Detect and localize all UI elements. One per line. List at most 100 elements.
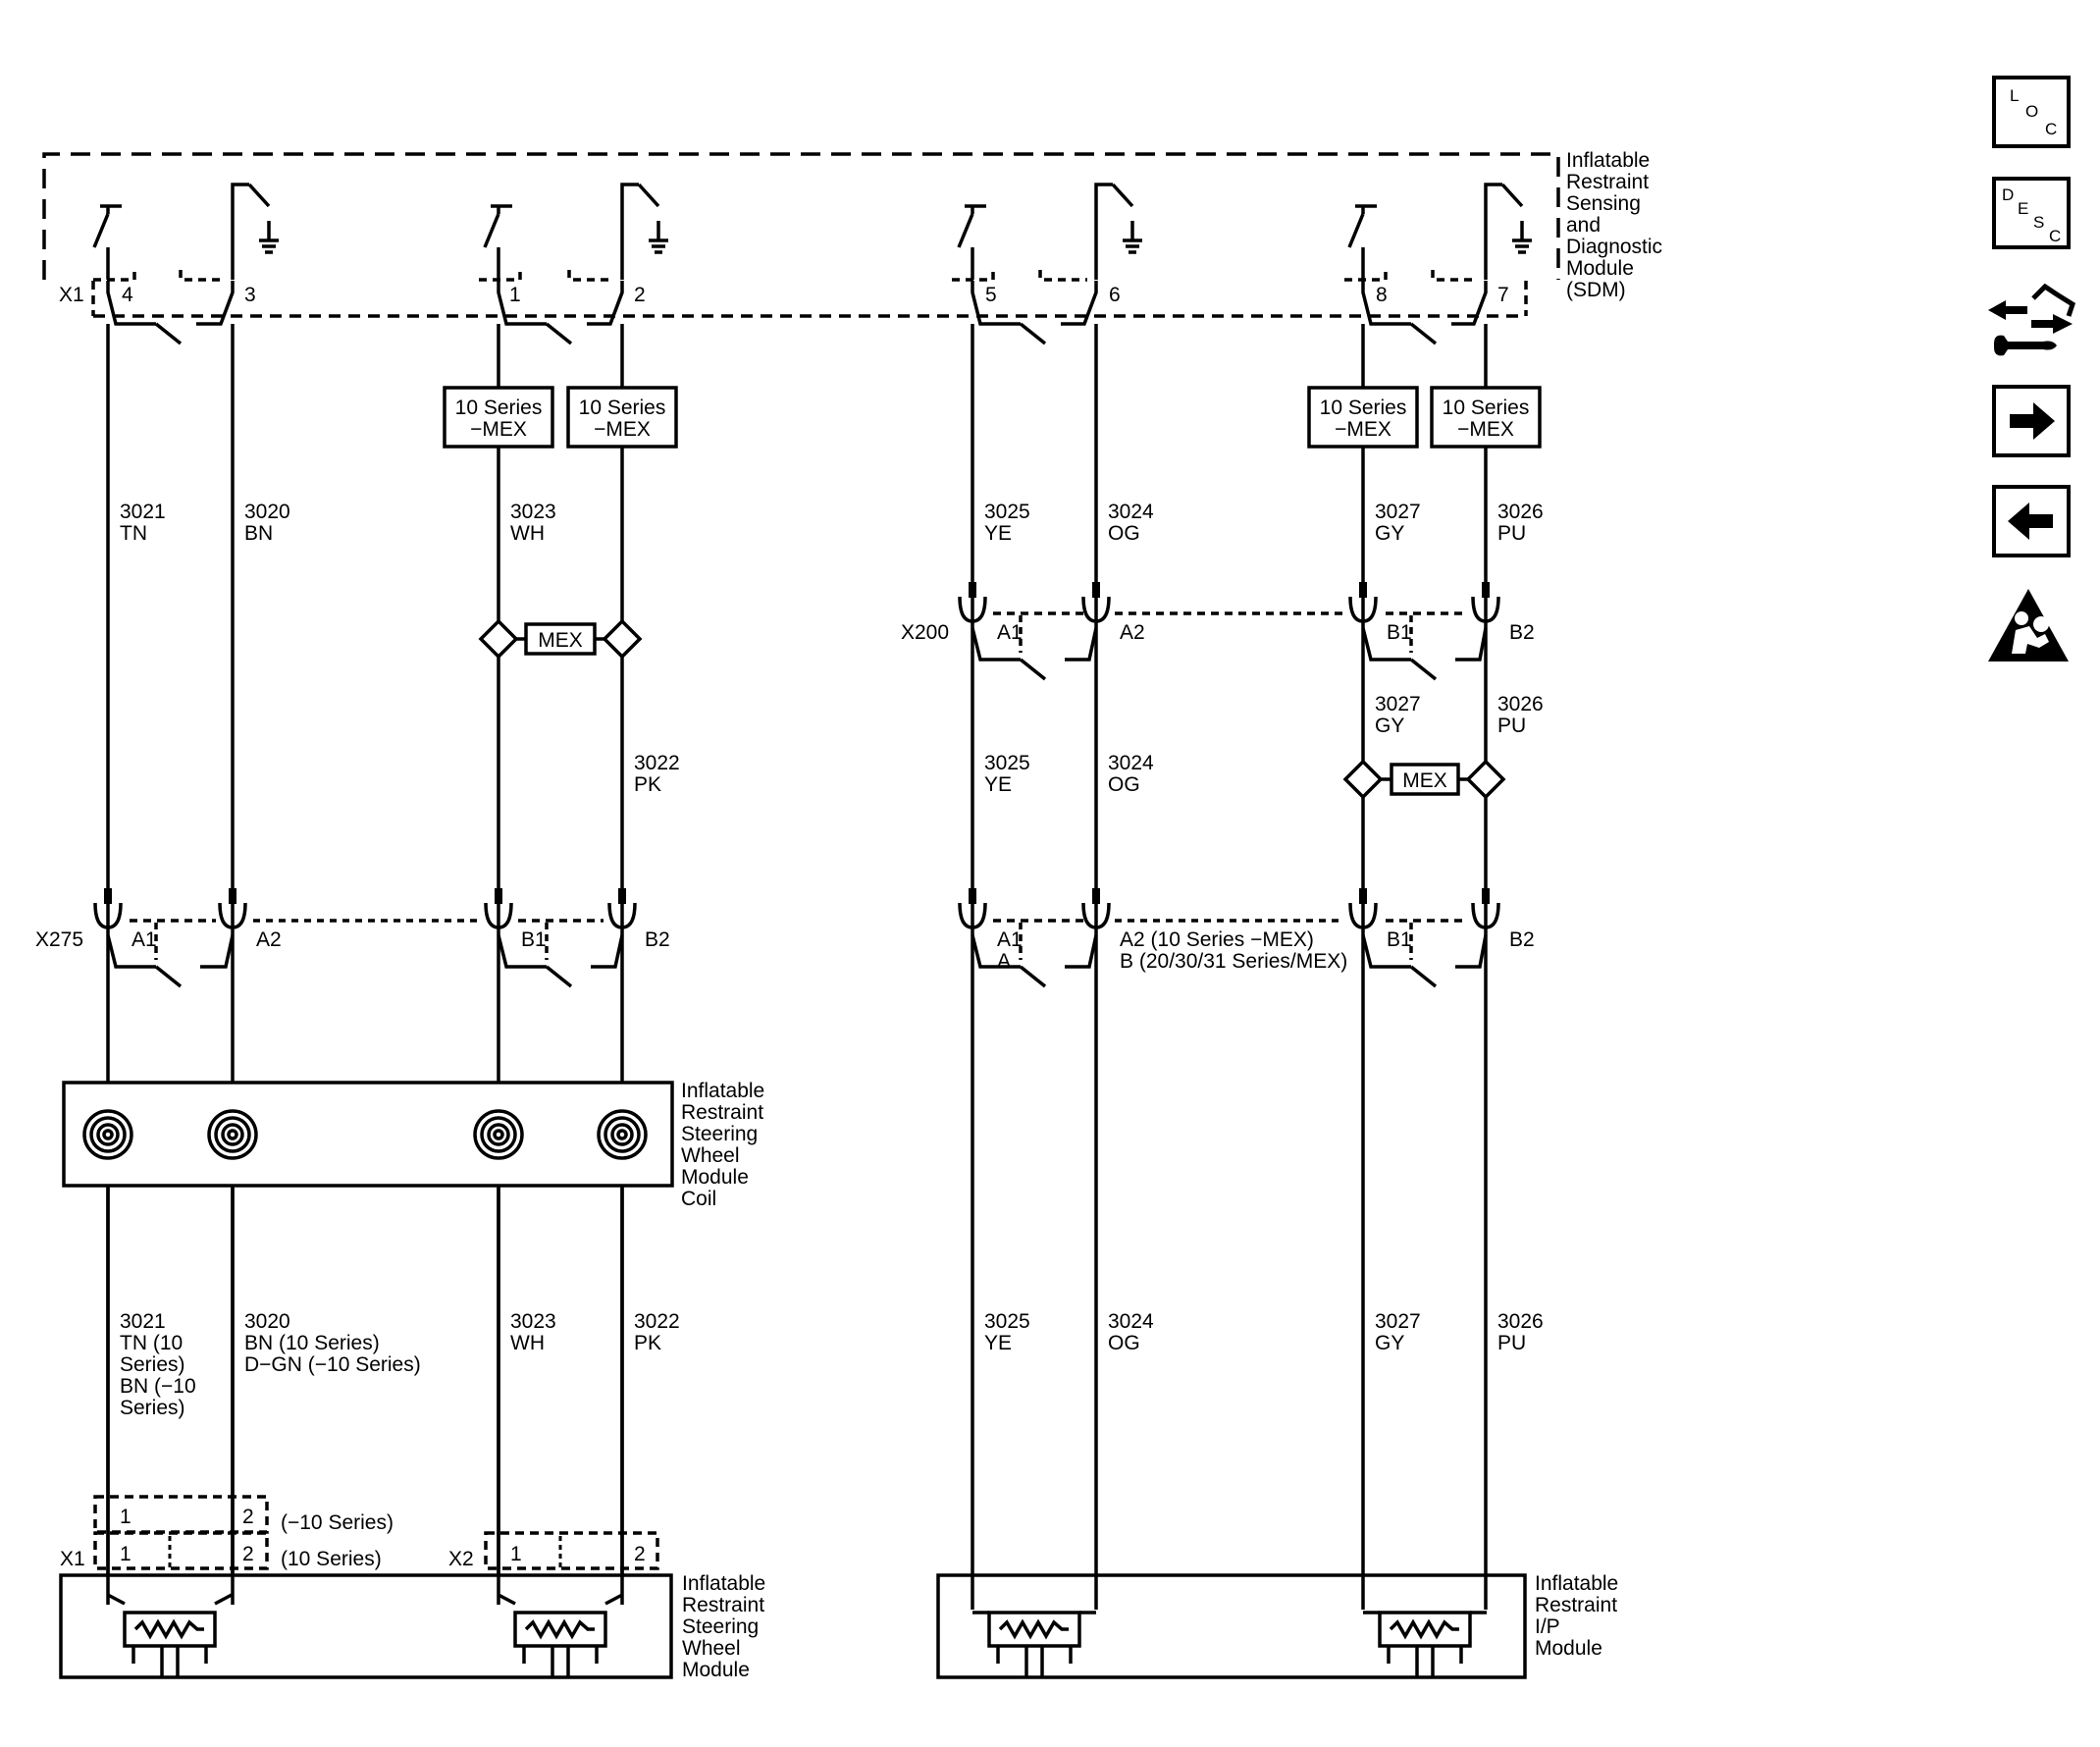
circuit-label: TN (10	[120, 1332, 183, 1354]
wire-color: PK	[634, 773, 661, 796]
sdm-boundary	[42, 152, 1560, 280]
terminals	[104, 582, 1490, 904]
circuit-label: 3027	[1375, 1310, 1421, 1333]
lower-wire-labels: 3021 TN (10 Series) BN (−10 Series) 3020…	[120, 1310, 1544, 1419]
sw-pin: 1	[510, 1543, 522, 1565]
sw-module-label-line: Steering	[682, 1615, 759, 1638]
circuit-label: Series)	[120, 1353, 185, 1376]
circuit-label: 3021	[120, 1310, 166, 1333]
circuit-number: 3021	[120, 501, 166, 523]
option-box-text: −MEX	[470, 418, 527, 441]
option-box-labels: 10 Series −MEX 10 Series −MEX 10 Series …	[455, 397, 1530, 792]
next-arrow-icon[interactable]	[1992, 385, 2071, 457]
circuit-label: 3026	[1497, 1310, 1544, 1333]
terminal-cups	[93, 596, 1500, 929]
circuit-label: WH	[510, 1332, 545, 1354]
sdm-pin: 2	[634, 284, 646, 306]
next-arrow-graphic	[2010, 402, 2055, 440]
circuit-label: GY	[1375, 1332, 1404, 1354]
sw-variant: (10 Series)	[281, 1548, 382, 1570]
sw-variant: (−10 Series)	[281, 1511, 394, 1534]
wire-color: YE	[984, 522, 1012, 545]
ip-inline-pin: A	[997, 950, 1011, 973]
coil-label-line: Module	[681, 1166, 749, 1189]
circuit-label: BN (10 Series)	[244, 1332, 380, 1354]
sw-module-label-line: Restraint	[682, 1594, 764, 1616]
option-box-text: 10 Series	[1320, 397, 1407, 419]
x275-connector	[106, 919, 1488, 988]
desc-letter: E	[2018, 199, 2029, 218]
ip-inline-pin: A2 (10 Series −MEX)	[1120, 928, 1314, 951]
option-box-text: −MEX	[1457, 418, 1514, 441]
wire-color: PU	[1497, 522, 1526, 545]
diagnostic-icon-graphic	[1988, 283, 2075, 356]
x200-pin: B1	[1387, 621, 1412, 644]
circuit-number: 3024	[1108, 752, 1154, 774]
deployment-loops	[107, 1593, 1487, 1676]
x200-pin: A2	[1120, 621, 1145, 644]
steering-wheel-module-label: Inflatable Restraint Steering Wheel Modu…	[682, 1572, 765, 1681]
option-box-text: 10 Series	[455, 397, 543, 419]
sdm-label-line: and	[1566, 214, 1601, 237]
circuit-label: 3025	[984, 1310, 1030, 1333]
loc-letter: C	[2045, 120, 2058, 138]
circuit-label: PK	[634, 1332, 661, 1354]
circuit-label: D−GN (−10 Series)	[244, 1353, 421, 1376]
x200-pin: A1	[997, 621, 1023, 644]
ip-module-label-line: Module	[1535, 1637, 1602, 1660]
sdm-label: Inflatable Restraint Sensing and Diagnos…	[1566, 149, 1662, 301]
sdm-pin: 5	[985, 284, 997, 306]
wire-color: BN	[244, 522, 273, 545]
airbag-warning-icon[interactable]	[1984, 585, 2073, 665]
x275-pin: A1	[131, 928, 157, 951]
coil-label: Inflatable Restraint Steering Wheel Modu…	[681, 1080, 764, 1210]
coil-label-line: Wheel	[681, 1144, 740, 1167]
circuit-number: 3026	[1497, 501, 1544, 523]
circuit-label: PU	[1497, 1332, 1526, 1354]
circuit-label: BN (−10	[120, 1375, 196, 1398]
ip-inline-pin: B (20/30/31 Series/MEX)	[1120, 950, 1347, 973]
location-icon[interactable]: L O C	[1992, 76, 2071, 148]
circuit-number: 3027	[1375, 501, 1421, 523]
coil-spirals	[82, 1109, 648, 1160]
ip-module-label: Inflatable Restraint I/P Module	[1535, 1572, 1618, 1660]
x275-pin: A2	[256, 928, 282, 951]
previous-arrow-icon[interactable]	[1992, 485, 2071, 557]
coil-label-line: Coil	[681, 1188, 716, 1210]
ip-module-label-line: Inflatable	[1535, 1572, 1618, 1595]
circuit-number: 3024	[1108, 501, 1154, 523]
desc-letter: S	[2033, 213, 2045, 232]
sw-module-label-line: Inflatable	[682, 1572, 765, 1595]
ip-module-label-line: Restraint	[1535, 1594, 1617, 1616]
desc-letter: C	[2049, 227, 2062, 245]
diagnostic-icon[interactable]	[1984, 281, 2076, 363]
sw-module-label-line: Wheel	[682, 1637, 741, 1660]
coil-label-line: Restraint	[681, 1101, 763, 1124]
sdm-pin: 7	[1497, 284, 1509, 306]
circuit-label: 3022	[634, 1310, 680, 1333]
sdm-label-line: Diagnostic	[1566, 236, 1662, 258]
ip-module-label-line: I/P	[1535, 1615, 1560, 1638]
wire-color: YE	[984, 773, 1012, 796]
sdm-label-line: Restraint	[1566, 171, 1649, 193]
sw-pin: 2	[242, 1506, 254, 1528]
wire-color: GY	[1375, 522, 1404, 545]
sw-connector-label: X2	[448, 1548, 474, 1570]
sdm-label-line: Sensing	[1566, 192, 1641, 215]
circuit-label: 3024	[1108, 1310, 1154, 1333]
x275-pin: B2	[645, 928, 670, 951]
option-box-text: −MEX	[1335, 418, 1391, 441]
coil-label-line: Inflatable	[681, 1080, 764, 1102]
sdm-x1-connector	[93, 270, 1488, 345]
circuit-label: OG	[1108, 1332, 1140, 1354]
circuit-label: YE	[984, 1332, 1012, 1354]
wire-color: PU	[1497, 715, 1526, 737]
x200-pin: B2	[1509, 621, 1535, 644]
description-icon[interactable]: D E S C	[1992, 177, 2071, 249]
circuit-number: 3022	[634, 752, 680, 774]
wire-color: WH	[510, 522, 545, 545]
sw-pin: 1	[120, 1543, 131, 1565]
coil-module-box	[62, 1081, 674, 1188]
